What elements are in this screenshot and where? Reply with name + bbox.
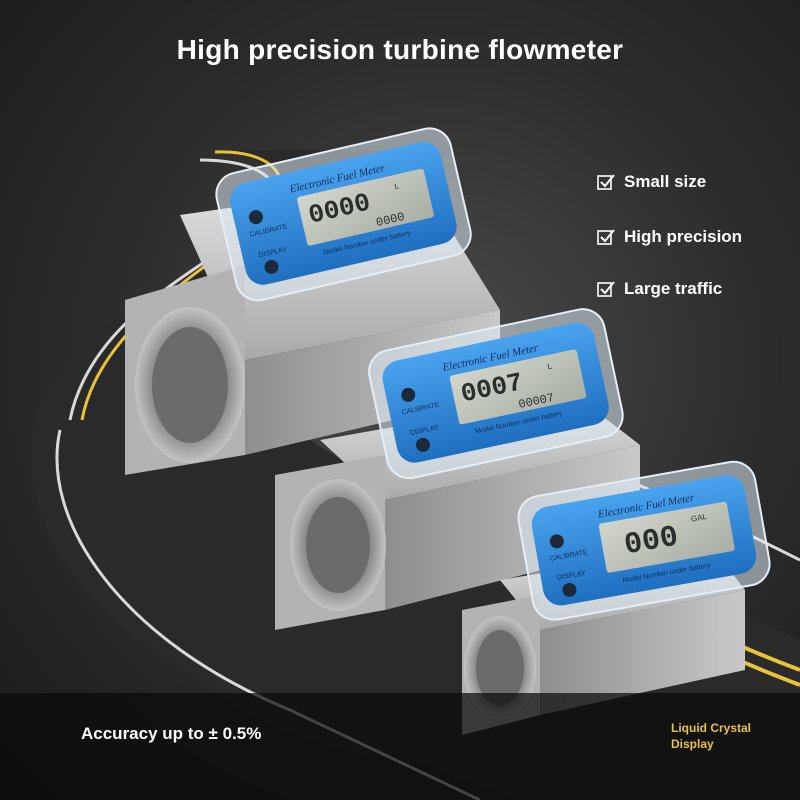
lcd-screen xyxy=(297,168,434,246)
flowmeter-large: Electronic Fuel Meter 0000 L 0000 CALIBR… xyxy=(125,127,500,475)
lcd-unit: L xyxy=(547,361,554,371)
page-title: High precision turbine flowmeter xyxy=(176,34,624,65)
meter-body-side xyxy=(385,445,640,610)
road-edge-line xyxy=(55,429,481,800)
display-button[interactable] xyxy=(263,258,280,275)
checkbox-checked-icon xyxy=(597,281,615,297)
flowmeter-medium: Electronic Fuel Meter 0007 L 00007 CALIB… xyxy=(275,308,640,630)
meter-inlet-thread xyxy=(152,327,228,443)
meter-inlet-thread xyxy=(476,630,524,706)
meter-inlet-thread xyxy=(306,497,370,593)
feature-label: High precision xyxy=(624,227,743,246)
lcd-caption-line: Liquid Crystal xyxy=(671,721,752,735)
lcd-screen xyxy=(598,501,735,573)
lcd-caption: Liquid Crystal Display xyxy=(671,720,781,752)
lcd-unit: L xyxy=(394,181,401,191)
calibrate-button[interactable] xyxy=(248,209,265,226)
meter-body-side xyxy=(540,590,745,715)
accuracy-caption: Accuracy up to ± 0.5% xyxy=(81,724,262,743)
feature-item: Small size xyxy=(596,172,706,192)
feature-label: Small size xyxy=(624,172,707,191)
bottom-banner xyxy=(0,693,800,800)
calibrate-button[interactable] xyxy=(400,387,417,404)
lcd-screen xyxy=(449,349,587,425)
lcd-subreading: 0000 xyxy=(375,210,406,230)
checkbox-checked-icon xyxy=(597,229,615,245)
feature-item: High precision xyxy=(596,227,742,247)
display-button[interactable] xyxy=(415,437,432,454)
calibrate-button[interactable] xyxy=(549,533,565,549)
lcd-caption-line: Display xyxy=(671,737,714,751)
display-label: DISPLAY xyxy=(557,570,587,582)
feature-item: Large traffic xyxy=(596,279,722,299)
display-button[interactable] xyxy=(561,582,577,598)
lcd-unit: GAL xyxy=(690,512,708,524)
checkbox-checked-icon xyxy=(597,174,615,190)
feature-label: Large traffic xyxy=(624,279,723,298)
